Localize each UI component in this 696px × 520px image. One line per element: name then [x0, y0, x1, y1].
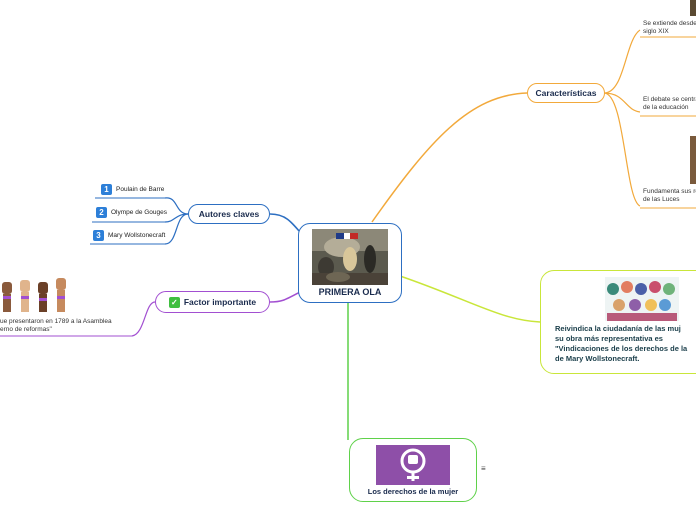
caracteristicas-image-1	[690, 0, 696, 16]
reivindica-text: Reivindica la ciudadanía de las muj su o…	[555, 324, 688, 363]
check-icon: ✓	[168, 296, 180, 308]
number-1-icon: 1	[101, 184, 112, 195]
derechos-node[interactable]: Los derechos de la mujer	[349, 438, 477, 502]
feminist-fist-icon	[376, 445, 450, 485]
autor-item-2[interactable]: 2 Olympe de Gouges	[96, 207, 167, 218]
autores-node[interactable]: Autores claves	[188, 204, 270, 224]
notes-icon[interactable]: ≡	[481, 464, 486, 473]
central-node[interactable]: PRIMERA OLA	[298, 223, 402, 303]
autor-item-1[interactable]: 1 Poulain de Barre	[101, 184, 164, 195]
factor-node[interactable]: ✓ Factor importante	[155, 291, 270, 313]
caracteristicas-label: Características	[535, 88, 597, 98]
autores-label: Autores claves	[198, 209, 260, 219]
women-group-image	[605, 277, 679, 321]
caracteristicas-image-3	[690, 136, 696, 184]
caracteristicas-node[interactable]: Características	[527, 83, 605, 103]
liberty-painting-image	[312, 229, 388, 285]
factor-label: Factor importante	[183, 297, 257, 307]
number-3-icon: 3	[93, 230, 104, 241]
central-title: PRIMERA OLA	[318, 287, 382, 297]
number-2-icon: 2	[96, 207, 107, 218]
raised-fists-image	[2, 278, 66, 312]
autor-item-3[interactable]: 3 Mary Wollstonecraft	[93, 230, 165, 241]
derechos-label: Los derechos de la mujer	[367, 487, 459, 496]
reivindica-node[interactable]: Reivindica la ciudadanía de las muj su o…	[540, 270, 696, 374]
